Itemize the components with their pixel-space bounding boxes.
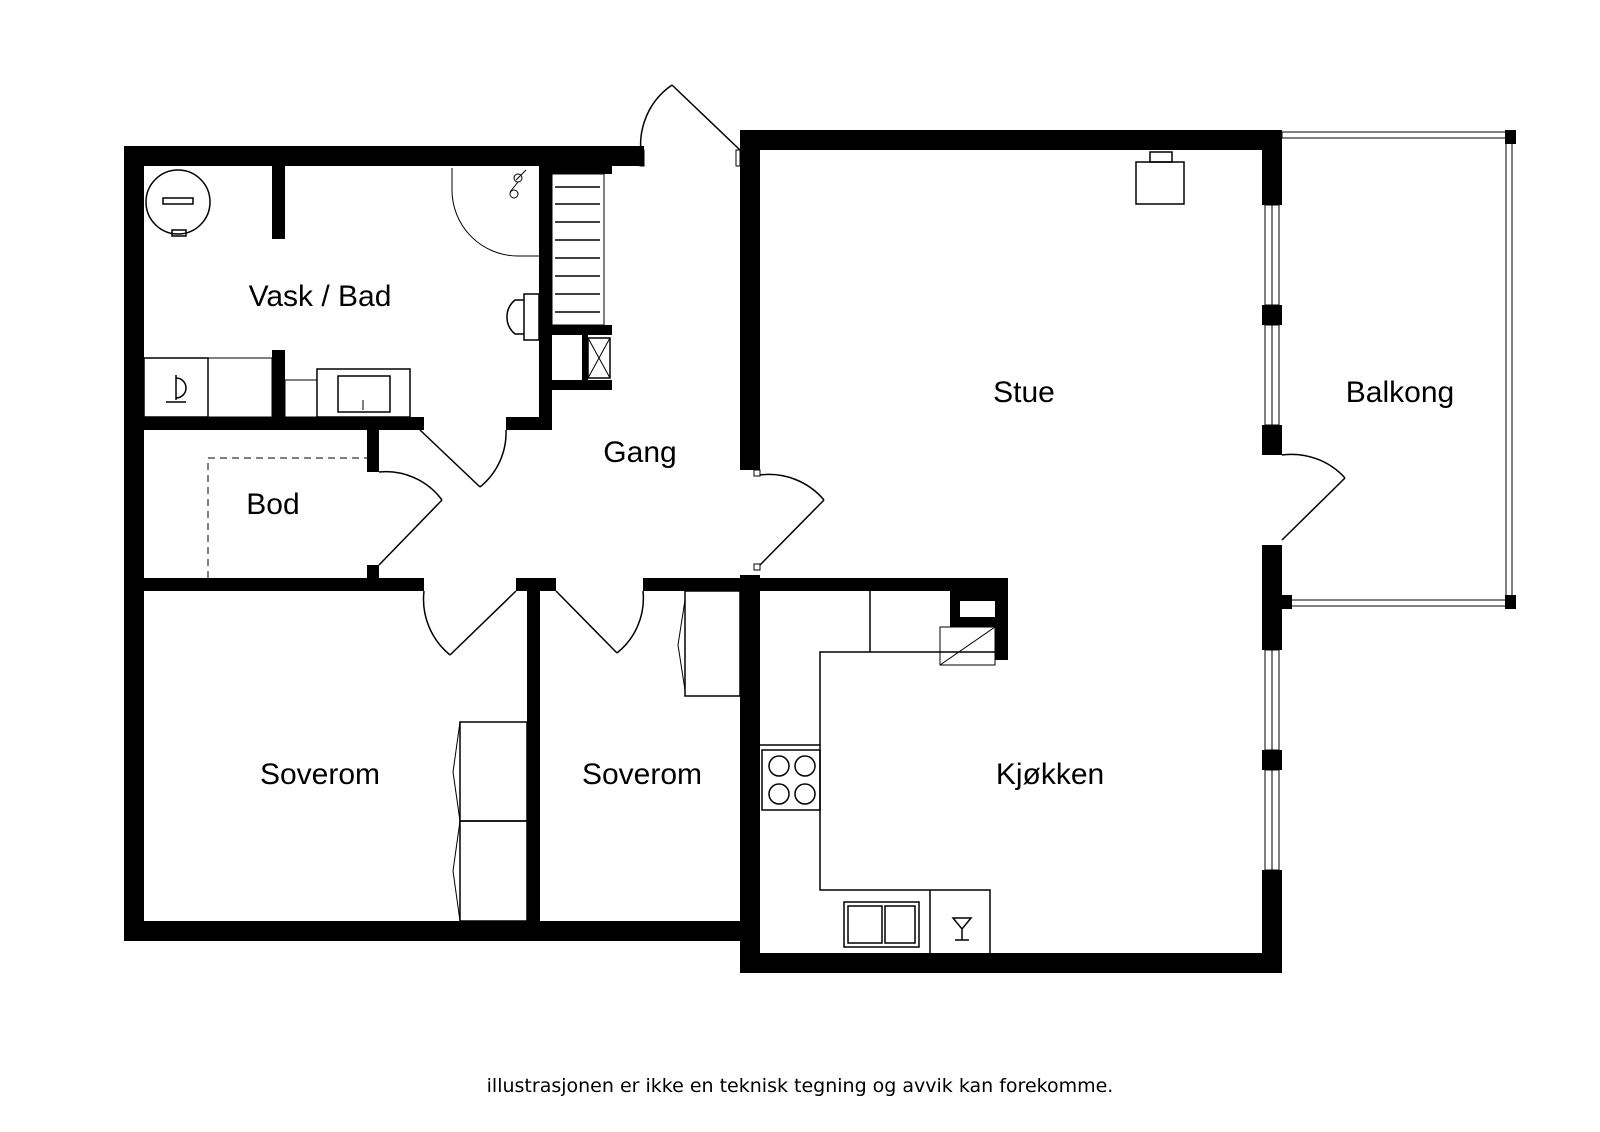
sink-icon — [843, 901, 920, 948]
room-label-soverom-2: Soverom — [582, 758, 702, 791]
kitchen-cabinet — [939, 591, 998, 666]
washing-machine-icon — [143, 357, 273, 418]
wall-bod-right-upper — [367, 430, 379, 472]
bath-door — [419, 429, 507, 488]
glass-icon — [951, 917, 973, 941]
shaft-icon — [587, 337, 611, 379]
stair — [551, 173, 605, 326]
room-label-stue: Stue — [993, 376, 1055, 409]
room-label-balkong: Balkong — [1346, 376, 1454, 409]
wall-right-2 — [1262, 305, 1282, 325]
disclaimer-text: illustrasjonen er ikke en teknisk tegnin… — [487, 1075, 1114, 1097]
balcony-railing — [1280, 130, 1516, 609]
wall-stue-left-upper — [740, 130, 760, 470]
entrance-door — [639, 84, 741, 167]
soverom-2-door — [555, 590, 645, 654]
washbasin-icon — [284, 368, 411, 418]
room-label-gang: Gang — [603, 436, 676, 469]
wall-top-right — [740, 130, 1280, 150]
wall-shaft-bottom — [552, 380, 612, 390]
wardrobe-2 — [677, 590, 741, 697]
wall-right-1 — [1262, 130, 1282, 205]
wall-bath-bottom — [144, 417, 424, 430]
wall-kitchen-column — [995, 578, 1008, 660]
soverom-2-window — [572, 923, 670, 939]
soverom-1-door — [422, 590, 517, 656]
wall-right-3 — [1262, 425, 1282, 455]
wall-bottom-right — [740, 953, 1280, 973]
wall-stair-top — [552, 166, 612, 174]
wall-right-5 — [1262, 750, 1282, 770]
kitchen-counter — [760, 591, 1008, 953]
radiator-icon — [1135, 151, 1185, 205]
shower-icon — [451, 168, 539, 257]
wall-soverom2-top — [643, 578, 1008, 591]
wall-bod-bottom — [144, 578, 424, 591]
stue-windows — [1264, 204, 1280, 871]
bod-storage — [207, 457, 367, 578]
wall-top-left — [124, 146, 644, 166]
wall-bath-stub-lower — [272, 350, 285, 422]
wall-soverom-top-mid — [516, 578, 556, 591]
room-label-soverom-1: Soverom — [260, 758, 380, 791]
stue-door — [753, 469, 825, 571]
wardrobe-1 — [452, 721, 528, 922]
walls — [124, 130, 1282, 973]
boiler-icon — [145, 169, 211, 237]
wall-bath-stub-upper — [272, 166, 285, 239]
balcony-door — [1281, 453, 1346, 541]
bod-door — [378, 470, 443, 566]
wall-bath-right — [539, 166, 552, 430]
wall-soverom-divider — [527, 591, 540, 921]
room-label-vask-bad: Vask / Bad — [249, 280, 392, 313]
wall-right-4 — [1262, 545, 1282, 650]
soverom-1-window — [287, 923, 449, 939]
room-label-kjokken: Kjøkken — [996, 758, 1104, 791]
wall-shaft-mid — [582, 335, 588, 380]
stove-icon — [761, 749, 821, 811]
wall-right-6 — [1262, 870, 1282, 973]
toilet-icon — [506, 293, 540, 341]
wall-left — [124, 146, 144, 941]
wall-stair-bottom — [552, 325, 612, 335]
wall-kjokken-left — [740, 575, 760, 970]
kitchen-window — [825, 955, 929, 971]
room-label-bod: Bod — [246, 488, 299, 521]
